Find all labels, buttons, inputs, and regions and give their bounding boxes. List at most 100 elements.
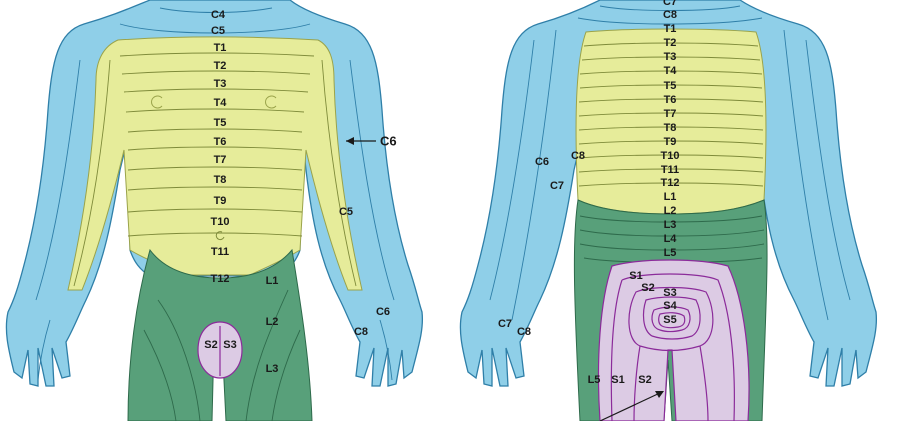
- back-label-l3: L3: [664, 219, 677, 231]
- back-label-t8: T8: [664, 122, 677, 134]
- back-label-t5: T5: [664, 80, 677, 92]
- front-label-t8: T8: [214, 174, 227, 186]
- front-label-t3: T3: [214, 78, 227, 90]
- front-arm-line-right: [349, 59, 395, 301]
- back-label-s5: S5: [663, 314, 676, 326]
- front-band-t2: [121, 70, 311, 75]
- back-label-s3: S3: [663, 287, 676, 299]
- front-yellow-arm-left: [73, 59, 111, 287]
- back-label-c6-arm: C6: [535, 156, 549, 168]
- front-left-nipple-icon: [151, 95, 163, 109]
- back-lumbar-band-3: [579, 243, 765, 251]
- front-label-s2: S2: [204, 339, 217, 351]
- front-leg-line-3: [245, 289, 289, 421]
- back-c7-line: [577, 17, 763, 25]
- front-label-t9: T9: [214, 195, 227, 207]
- front-label-t5: T5: [214, 117, 227, 129]
- back-label-t10: T10: [661, 150, 680, 162]
- back-label-s2: S2: [641, 282, 654, 294]
- back-lumbar-band-2: [579, 229, 765, 237]
- back-label-c7-top: C7: [663, 0, 677, 8]
- front-band-t9: [127, 208, 303, 213]
- back-label-s4: S4: [663, 300, 677, 312]
- front-label-t1: T1: [214, 42, 227, 54]
- front-umbilicus-icon: [215, 231, 225, 241]
- back-view: C7 C8 T1 T2 T3 T4 T5 T6 T7 T8 T9 T10 T11…: [459, 0, 878, 421]
- back-band-2: [581, 56, 761, 61]
- back-label-t9: T9: [664, 136, 677, 148]
- front-yellow-arm-right: [321, 59, 357, 287]
- back-label-c7-arm: C7: [550, 180, 564, 192]
- back-label-l4: L4: [664, 233, 678, 245]
- back-label-c8-hand: C8: [517, 326, 531, 338]
- back-label-l5: L5: [664, 247, 677, 259]
- front-label-s3: S3: [223, 339, 236, 351]
- back-arm-line-right: [805, 39, 851, 301]
- front-view: C4 C5 T1 T2 T3 T4 T5 T6 T7 T8 T9 T10 T11…: [5, 0, 424, 421]
- front-label-c6-hand: C6: [376, 306, 390, 318]
- front-label-c5: C5: [211, 25, 225, 37]
- front-hand-line-left: [37, 319, 51, 381]
- front-label-l1: L1: [266, 275, 279, 287]
- back-sacral-ring-1-left: [610, 279, 623, 421]
- back-label-c8-arm: C8: [571, 150, 585, 162]
- back-arm-line-left-2: [511, 29, 557, 321]
- back-label-s1: S1: [629, 270, 642, 282]
- back-s2-line-right: [699, 345, 709, 421]
- back-pointer-arrow-head-icon: [655, 391, 664, 398]
- front-c6-arrow-head-icon: [346, 137, 354, 145]
- back-band-1: [583, 42, 759, 47]
- back-band-3: [579, 70, 763, 75]
- back-label-l1: L1: [664, 191, 677, 203]
- back-label-l2: L2: [664, 205, 677, 217]
- front-label-c6-arrow: C6: [380, 133, 397, 148]
- back-label-l5-leg: L5: [588, 374, 601, 386]
- front-band-t6: [127, 146, 303, 151]
- back-band-11: [578, 182, 764, 187]
- front-band-t8: [127, 186, 303, 191]
- back-label-t1: T1: [664, 23, 677, 35]
- back-band-7: [578, 126, 764, 131]
- front-label-t2: T2: [214, 60, 227, 72]
- back-label-t4: T4: [664, 65, 678, 77]
- back-label-t12: T12: [661, 177, 680, 189]
- front-label-t7: T7: [214, 154, 227, 166]
- back-label-t7: T7: [664, 108, 677, 120]
- front-band-t10: [127, 232, 303, 237]
- front-label-t4: T4: [214, 97, 228, 109]
- front-leg-line-4: [271, 329, 301, 421]
- front-leg-line-2: [143, 329, 177, 421]
- back-band-10: [578, 168, 764, 173]
- back-pointer-arrow-line: [599, 391, 663, 421]
- back-label-s1-leg: S1: [611, 374, 624, 386]
- front-band-t4: [125, 108, 305, 113]
- back-label-t2: T2: [664, 37, 677, 49]
- front-label-c4: C4: [211, 9, 226, 21]
- front-leg-line-1: [157, 299, 201, 421]
- front-label-c8-hand: C8: [354, 326, 368, 338]
- back-band-5: [578, 98, 764, 103]
- front-label-l3: L3: [266, 363, 279, 375]
- back-sacral-ring-2: [628, 286, 714, 352]
- back-neck-line: [599, 5, 741, 11]
- front-label-t12: T12: [211, 273, 230, 285]
- back-label-c8: C8: [663, 9, 677, 21]
- front-label-l2: L2: [266, 316, 279, 328]
- front-label-t10: T10: [211, 216, 230, 228]
- back-arm-line-right-2: [783, 29, 829, 321]
- back-s2-line-left: [633, 345, 641, 421]
- front-band-t1: [119, 52, 315, 57]
- front-band-t5: [127, 128, 303, 133]
- front-label-c5-arm: C5: [339, 206, 353, 218]
- back-label-t11: T11: [661, 164, 679, 176]
- front-right-nipple-icon: [265, 95, 277, 109]
- front-label-t6: T6: [214, 136, 227, 148]
- back-band-8: [578, 140, 764, 145]
- back-label-s2-leg: S2: [638, 374, 651, 386]
- back-band-6: [578, 112, 764, 117]
- back-band-9: [578, 154, 764, 159]
- front-band-t3: [123, 88, 309, 93]
- back-arm-line-left: [489, 39, 535, 301]
